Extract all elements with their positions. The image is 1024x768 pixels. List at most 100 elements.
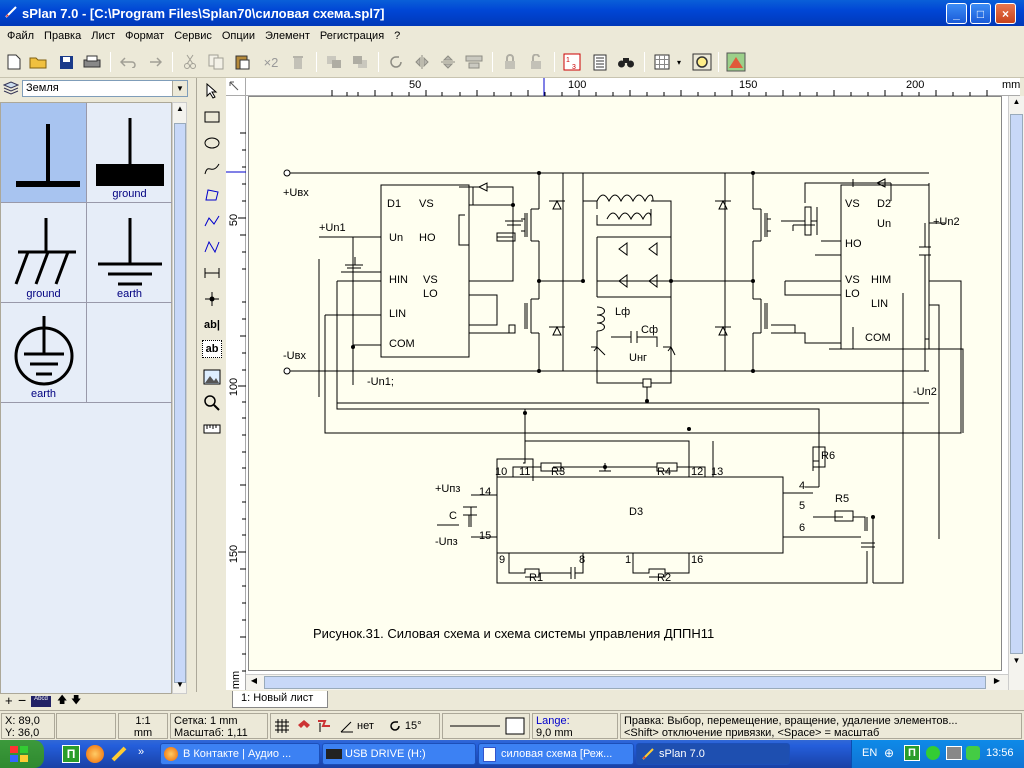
drawing-sheet[interactable]: +Uвх -Uвх +Un1 -Un1; +Un2 -Un2 D1 VS Un …: [248, 96, 1002, 671]
close-button[interactable]: ×: [995, 3, 1016, 24]
textbox-tool-icon[interactable]: ab: [202, 340, 222, 358]
ellipse-tool-icon[interactable]: [200, 132, 224, 154]
status-angle-value[interactable]: 15°: [404, 720, 422, 732]
firefox-icon[interactable]: [86, 745, 104, 763]
library-item-earth-circle[interactable]: earth: [1, 303, 87, 403]
group-icon[interactable]: [500, 52, 520, 72]
library-item-chassis-ground[interactable]: ground: [1, 203, 87, 303]
task-document[interactable]: силовая схема [Реж...: [478, 743, 634, 765]
pin-icon[interactable]: [316, 719, 332, 733]
zoom-tool-icon[interactable]: [200, 392, 224, 414]
scroll-down-icon[interactable]: ▼: [176, 680, 184, 689]
scroll-up-icon[interactable]: ▲: [176, 104, 184, 113]
library-select[interactable]: Земля ▼: [22, 80, 188, 97]
library-scrollbar[interactable]: ▲ ▼: [172, 102, 187, 694]
search-binoculars-icon[interactable]: [616, 52, 636, 72]
duplicate-x2-icon[interactable]: ×2: [263, 54, 279, 70]
library-scroll-thumb[interactable]: [174, 123, 186, 683]
polygon-tool-icon[interactable]: [200, 184, 224, 206]
menu-edit[interactable]: Правка: [44, 29, 82, 42]
ungroup-icon[interactable]: [526, 52, 546, 72]
library-item-ground-block[interactable]: ground: [87, 103, 173, 203]
quicklaunch-splan-icon[interactable]: П: [62, 745, 80, 763]
minimize-button[interactable]: _: [946, 3, 967, 24]
menu-options[interactable]: Опции: [221, 29, 255, 42]
canvas-v-scroll-thumb[interactable]: [1010, 114, 1023, 654]
task-vkontakte[interactable]: В Контакте | Аудио ...: [160, 743, 320, 765]
mirror-v-icon[interactable]: [438, 52, 458, 72]
menu-element[interactable]: Элемент: [264, 29, 310, 42]
magnet-snap-icon[interactable]: [296, 719, 312, 733]
paste-icon[interactable]: [232, 52, 252, 72]
library-item-earth[interactable]: earth: [87, 203, 173, 303]
cut-icon[interactable]: [180, 52, 200, 72]
menu-service[interactable]: Сервис: [174, 29, 212, 42]
grid-snap-icon[interactable]: [274, 718, 290, 734]
move-up-icon[interactable]: 🡅: [57, 695, 68, 706]
rename-symbol-icon[interactable]: Abcd: [31, 696, 51, 707]
scroll-down-icon[interactable]: ▼: [1012, 656, 1021, 665]
task-splan[interactable]: sPlan 7.0: [636, 743, 790, 765]
parts-list-icon[interactable]: [590, 52, 610, 72]
rectangle-tool-icon[interactable]: [200, 106, 224, 128]
scroll-left-icon[interactable]: ◀: [250, 676, 258, 685]
junction-tool-icon[interactable]: [200, 288, 224, 310]
angle-icon[interactable]: [340, 719, 354, 733]
chevron-down-icon[interactable]: ▼: [172, 81, 187, 96]
dimension-tool-icon[interactable]: [200, 262, 224, 284]
menu-help[interactable]: ?: [394, 29, 401, 42]
symbol-editor-icon[interactable]: [726, 52, 746, 72]
redo-icon[interactable]: [144, 52, 164, 72]
new-file-icon[interactable]: [4, 52, 24, 72]
tray-network-icon[interactable]: [926, 746, 940, 760]
open-folder-icon[interactable]: [28, 52, 48, 72]
tray-sound-icon[interactable]: [966, 746, 980, 760]
sheet-tab[interactable]: 1: Новый лист: [232, 691, 329, 708]
grid-toggle-icon[interactable]: [652, 52, 672, 72]
task-usb-drive[interactable]: USB DRIVE (H:): [322, 743, 476, 765]
drawing-canvas[interactable]: +Uвх -Uвх +Un1 -Un1; +Un2 -Un2 D1 VS Un …: [246, 96, 1008, 674]
save-icon[interactable]: [56, 52, 76, 72]
select-arrow-icon[interactable]: [200, 80, 224, 102]
bring-front-icon[interactable]: [324, 52, 344, 72]
ruler-corner-icon[interactable]: [226, 78, 246, 96]
menu-sheet[interactable]: Лист: [91, 29, 116, 42]
print-icon[interactable]: [82, 52, 102, 72]
delete-trash-icon[interactable]: [288, 52, 308, 72]
line-width-preview[interactable]: [446, 716, 526, 736]
rotate-step-icon[interactable]: [388, 719, 402, 733]
zoom-fit-icon[interactable]: [692, 52, 712, 72]
schematic-drawing[interactable]: +Uвх -Uвх +Un1 -Un1; +Un2 -Un2 D1 VS Un …: [249, 97, 1003, 672]
align-icon[interactable]: [464, 52, 484, 72]
menu-format[interactable]: Формат: [125, 29, 165, 42]
undo-icon[interactable]: [118, 52, 138, 72]
status-snap-value[interactable]: нет: [357, 720, 374, 732]
canvas-h-scroll-thumb[interactable]: [264, 676, 986, 689]
language-indicator[interactable]: EN: [862, 747, 878, 759]
tray-device-icon[interactable]: [946, 746, 962, 760]
tray-splan-icon[interactable]: П: [904, 745, 920, 761]
add-symbol-icon[interactable]: +: [5, 693, 13, 708]
start-button[interactable]: [0, 740, 44, 768]
tool-shortcut-icon[interactable]: [110, 745, 128, 763]
rotate-icon[interactable]: [386, 52, 406, 72]
send-back-icon[interactable]: [350, 52, 370, 72]
polyline-tool-icon[interactable]: [200, 210, 224, 232]
library-book-icon[interactable]: [3, 81, 19, 95]
scroll-up-icon[interactable]: ▲: [1012, 97, 1021, 106]
canvas-horizontal-scrollbar[interactable]: ◀ ▶: [246, 674, 1008, 690]
grid-dropdown-icon[interactable]: ▾: [676, 57, 681, 67]
text-tool-icon[interactable]: ab|: [204, 319, 220, 331]
canvas-vertical-scrollbar[interactable]: ▲ ▼: [1008, 96, 1024, 692]
measure-tool-icon[interactable]: [200, 418, 224, 440]
menu-registration[interactable]: Регистрация: [319, 29, 385, 42]
quicklaunch-expand-icon[interactable]: »: [138, 746, 145, 758]
remove-symbol-icon[interactable]: −: [18, 692, 27, 708]
move-down-icon[interactable]: 🡇: [71, 695, 82, 706]
curve-tool-icon[interactable]: [200, 158, 224, 180]
tray-arrow-icon[interactable]: ⊕: [884, 746, 895, 760]
copy-icon[interactable]: [206, 52, 226, 72]
menu-file[interactable]: Файл: [7, 29, 35, 42]
library-item-ground-thick[interactable]: [1, 103, 87, 203]
